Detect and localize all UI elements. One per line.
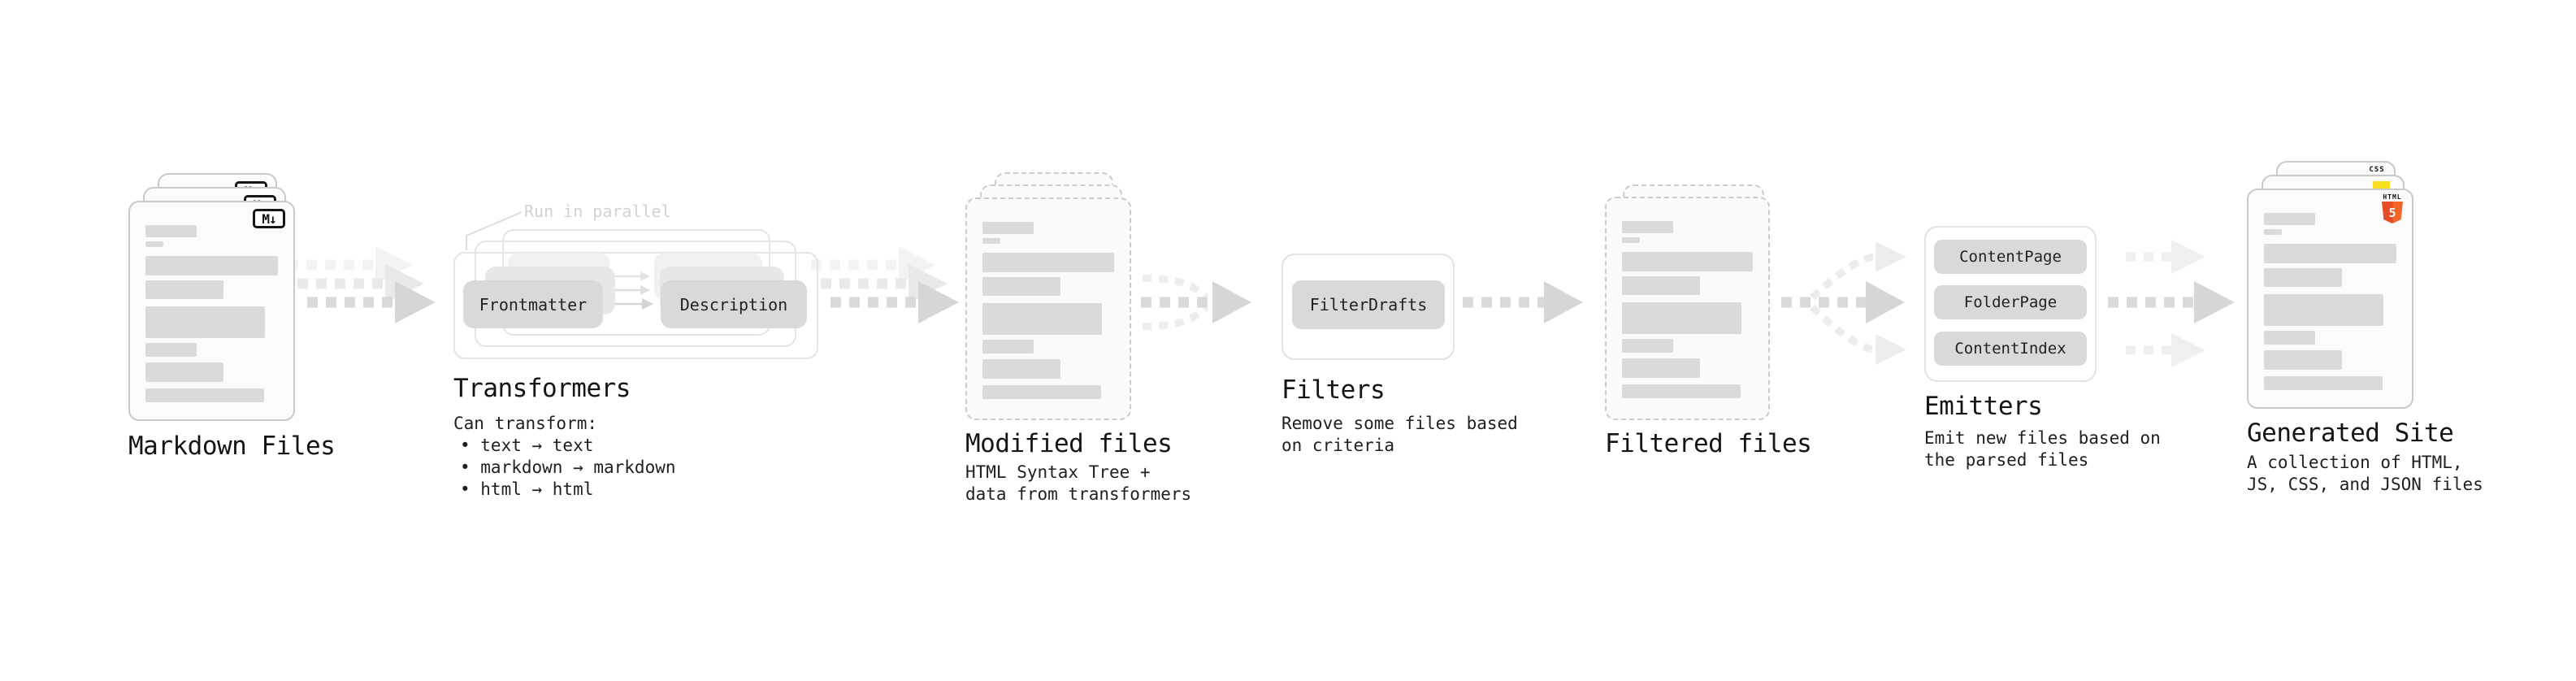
skeleton-bar [145, 280, 223, 299]
desc-line: JS, CSS, and JSON files [2247, 475, 2483, 494]
html5-icon-shield: 5 [2382, 202, 2403, 223]
skeleton-bar [1622, 221, 1673, 233]
desc-line: Emit new files based on [1924, 428, 2161, 448]
desc-bullet: • html → html [460, 479, 594, 499]
run-in-parallel-connector [466, 211, 523, 250]
skeleton-bar [2264, 268, 2342, 287]
skeleton-bar [145, 306, 265, 338]
emitter-pill-folderpage: FolderPage [1934, 285, 2087, 319]
html5-icon-number: 5 [2388, 205, 2396, 220]
skeleton-bar [1622, 339, 1673, 353]
stage-modified-description: HTML Syntax Tree + data from transformer… [965, 462, 1191, 505]
desc-line: the parsed files [1924, 450, 2089, 470]
desc-line: A collection of HTML, [2247, 453, 2463, 472]
skeleton-bar [2264, 294, 2383, 326]
skeleton-bar [2264, 350, 2342, 370]
stage-filtered-label: Filtered files [1605, 429, 1812, 458]
stage-generated-label: Generated Site [2247, 419, 2454, 448]
skeleton-bar [2264, 244, 2396, 263]
file-card: M↓ [128, 201, 295, 421]
css-icon-text: CSS [2369, 166, 2385, 174]
stage-generated-description: A collection of HTML, JS, CSS, and JSON … [2247, 452, 2483, 496]
file-content-skeleton [145, 225, 278, 402]
skeleton-bar [982, 303, 1102, 335]
stage-modified-label: Modified files [965, 429, 1173, 458]
skeleton-bar [1622, 358, 1700, 378]
stage-filters-label: Filters [1281, 375, 1386, 405]
stage-emitters-label: Emitters [1924, 392, 2043, 421]
skeleton-bar [2264, 376, 2383, 390]
stage-emitters-description: Emit new files based on the parsed files [1924, 427, 2161, 471]
stage-transformers-label: Transformers [453, 374, 631, 403]
desc-line: Can transform: [453, 414, 598, 433]
file-card: HTML 5 [2247, 189, 2413, 409]
arrow-emitters-to-generated [2108, 240, 2235, 367]
arrow-markdown-to-transformers [288, 246, 436, 323]
skeleton-bar [982, 385, 1101, 399]
arrow-filtered-to-emitters [1781, 241, 1906, 365]
skeleton-bar [1622, 276, 1700, 295]
html5-icon-text: HTML [2383, 193, 2402, 201]
skeleton-bar [982, 222, 1034, 234]
skeleton-bar [145, 225, 197, 237]
skeleton-bar [982, 359, 1060, 379]
skeleton-bar [1622, 252, 1753, 271]
file-card-dashed [1605, 197, 1770, 420]
run-in-parallel-note: Run in parallel [524, 202, 671, 221]
arrow-modified-to-filters [1141, 274, 1251, 331]
skeleton-bar [145, 256, 278, 275]
skeleton-bar [145, 343, 197, 357]
file-content-skeleton [982, 222, 1114, 399]
transformer-pill-frontmatter: Frontmatter [463, 280, 603, 328]
desc-line: Remove some files based [1281, 414, 1518, 433]
skeleton-bar [982, 238, 1000, 244]
skeleton-bar [2264, 213, 2315, 225]
skeleton-bar [145, 362, 223, 382]
skeleton-bar [2264, 229, 2282, 235]
file-content-skeleton [2264, 213, 2396, 390]
stage-transformers-description: Can transform: • text → text • markdown … [453, 413, 676, 501]
skeleton-bar [145, 241, 163, 247]
file-content-skeleton [1622, 221, 1753, 398]
desc-bullet: • markdown → markdown [460, 458, 676, 477]
skeleton-bar [982, 253, 1114, 272]
skeleton-bar [982, 340, 1034, 354]
filter-pill-filterdrafts: FilterDrafts [1292, 280, 1445, 329]
skeleton-bar [145, 388, 264, 402]
markdown-icon-text: M↓ [262, 210, 276, 227]
markdown-icon: M↓ [253, 209, 285, 228]
arrow-transformers-to-modified [811, 246, 959, 323]
transformer-pill-description: Description [661, 280, 807, 328]
skeleton-bar [982, 277, 1060, 296]
skeleton-bar [1622, 237, 1640, 243]
stage-markdown-label: Markdown Files [128, 432, 336, 461]
desc-bullet: • text → text [460, 436, 594, 455]
html5-icon: HTML 5 [2381, 193, 2404, 223]
arrow-filters-to-filtered [1463, 281, 1583, 323]
transformer-run-outline [453, 252, 818, 359]
stage-filters-description: Remove some files based on criteria [1281, 413, 1518, 457]
skeleton-bar [1622, 384, 1741, 398]
desc-line: on criteria [1281, 436, 1395, 455]
file-card-dashed [965, 197, 1131, 420]
emitter-pill-contentpage: ContentPage [1934, 240, 2087, 274]
skeleton-bar [2264, 331, 2315, 345]
desc-line: data from transformers [965, 484, 1192, 504]
desc-line: HTML Syntax Tree + [965, 462, 1151, 482]
emitter-pill-contentindex: ContentIndex [1934, 332, 2087, 366]
skeleton-bar [1622, 302, 1741, 334]
